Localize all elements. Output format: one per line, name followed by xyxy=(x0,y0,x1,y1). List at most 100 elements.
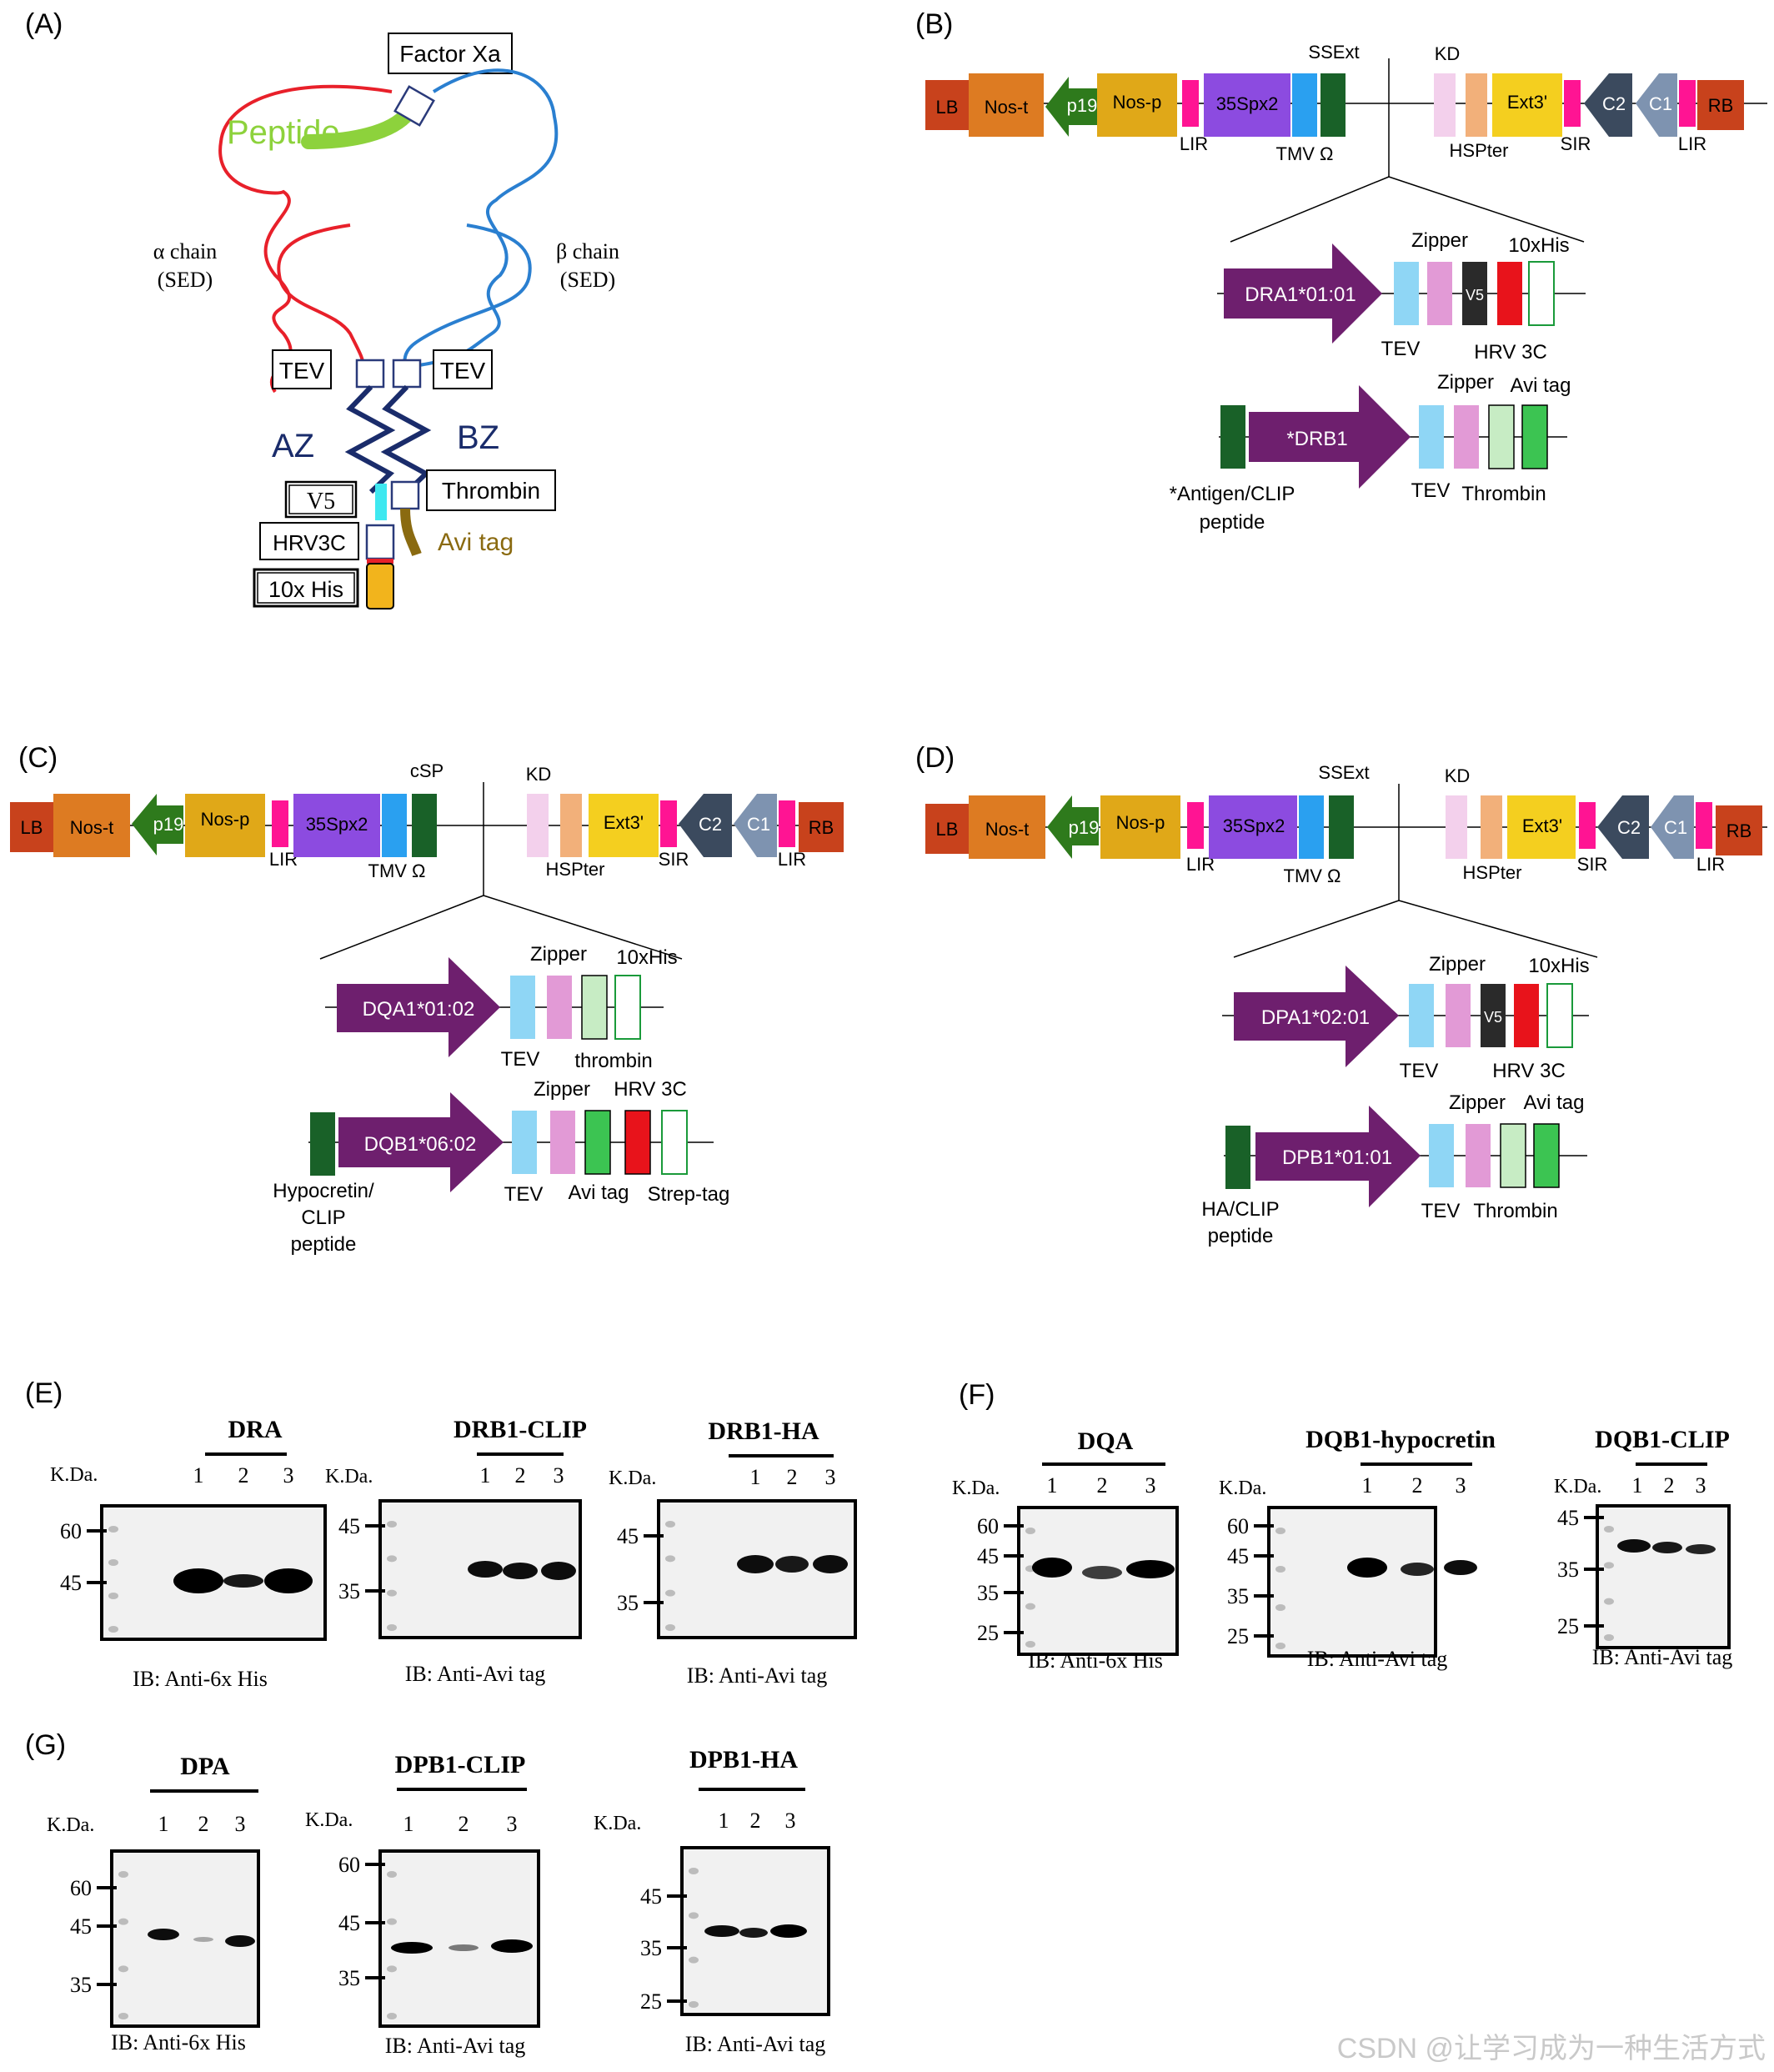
marker-label: 35 xyxy=(1557,1558,1579,1582)
v5-box-label-d: V5 xyxy=(1484,1009,1502,1026)
blot-band xyxy=(813,1555,848,1573)
rb-label-d: RB xyxy=(1726,820,1752,841)
peptide-label-c1: Hypocretin/ xyxy=(273,1180,374,1202)
lane-number: 3 xyxy=(825,1465,836,1489)
watermark: CSDN @让学习成为一种生活方式 xyxy=(1337,2033,1766,2064)
blot-band xyxy=(491,1939,533,1953)
c2-label-b: C2 xyxy=(1602,93,1626,114)
alpha-chain-upper xyxy=(255,192,363,367)
ladder-mark xyxy=(689,1956,699,1964)
beta-chain-line xyxy=(408,68,559,369)
zipper-label-c-beta: Zipper xyxy=(534,1078,590,1101)
marker-label: 60 xyxy=(70,1876,92,1900)
peptide-label: Peptide xyxy=(227,114,340,151)
blot-membrane xyxy=(1596,1504,1731,1649)
alpha-chain-label: α chain xyxy=(153,239,217,263)
blot-band xyxy=(770,1924,807,1938)
rb-label-b: RB xyxy=(1708,95,1734,116)
sir-label-d: SIR xyxy=(1577,854,1608,875)
blot-band xyxy=(1686,1544,1716,1554)
blot-title: DRB1-HA xyxy=(708,1417,819,1445)
marker-label: 35 xyxy=(338,1579,360,1603)
lane-number: 2 xyxy=(198,1812,209,1836)
panel-d-letter: (D) xyxy=(915,742,955,774)
marker-label: 45 xyxy=(60,1571,82,1595)
kd-label-b: KD xyxy=(1435,43,1461,64)
lane-number: 1 xyxy=(158,1812,169,1836)
ladder-mark xyxy=(1275,1528,1285,1534)
kda-label: K.Da. xyxy=(50,1464,98,1486)
blot-band xyxy=(264,1568,313,1593)
thrombin-label-b: Thrombin xyxy=(1461,483,1546,505)
ib-label: IB: Anti-Avi tag xyxy=(1307,1647,1448,1671)
zipper-label-b-beta: Zipper xyxy=(1437,371,1494,394)
lane-number: 3 xyxy=(785,1809,796,1833)
sir-label-b: SIR xyxy=(1561,133,1591,154)
p19-label-c: p19 xyxy=(153,814,184,835)
csp-label-c: cSP xyxy=(410,760,444,781)
blot-band xyxy=(739,1928,768,1938)
blot-band xyxy=(1032,1558,1072,1578)
sir-label-c: SIR xyxy=(659,849,689,870)
panel-a-letter: (A) xyxy=(25,8,63,40)
tev-left-label: TEV xyxy=(279,358,325,384)
lane-number: 1 xyxy=(1047,1473,1058,1498)
lane-number: 1 xyxy=(480,1463,491,1488)
ext3-label-c: Ext3' xyxy=(604,812,644,833)
blot-title: DQB1-CLIP xyxy=(1595,1426,1730,1453)
drb1-name: *DRB1 xyxy=(1286,428,1347,450)
ladder-mark xyxy=(1604,1598,1614,1605)
hspter-label-d: HSPter xyxy=(1463,862,1522,883)
ladder-mark xyxy=(108,1559,118,1566)
ladder-mark xyxy=(665,1521,675,1528)
dpa1-name: DPA1*02:01 xyxy=(1261,1006,1370,1029)
ladder-mark xyxy=(1025,1528,1035,1534)
ladder-mark xyxy=(118,1871,128,1878)
lane-number: 3 xyxy=(1456,1473,1466,1498)
marker-label: 60 xyxy=(338,1853,360,1877)
tev-label-b-alpha: TEV xyxy=(1381,338,1421,360)
kda-label: K.Da. xyxy=(325,1466,373,1488)
alpha-chain-line xyxy=(218,84,393,394)
ladder-mark xyxy=(108,1593,118,1599)
ladder-mark xyxy=(387,1871,397,1878)
zipper-label-d-alpha: Zipper xyxy=(1429,953,1486,976)
ib-label: IB: Anti-Avi tag xyxy=(685,2032,826,2056)
panel-b: (B) LB Nos-t p19 Nos-p LIR 35Spx2 SSExt … xyxy=(915,8,1767,534)
avi-label-d: Avi tag xyxy=(1524,1091,1585,1114)
lane-number: 3 xyxy=(1696,1473,1706,1498)
marker-label: 45 xyxy=(338,1514,360,1538)
ib-label: IB: Anti-Avi tag xyxy=(405,1662,546,1686)
zipper-label-c-alpha: Zipper xyxy=(530,943,587,966)
marker-label: 45 xyxy=(338,1911,360,1935)
tev-right-label: TEV xyxy=(440,358,486,384)
tmv-label-d: TMV Ω xyxy=(1284,865,1341,886)
marker-label: 45 xyxy=(70,1914,92,1939)
ladder-mark xyxy=(118,2013,128,2019)
ladder-mark xyxy=(1604,1562,1614,1569)
tev-label-d-beta: TEV xyxy=(1421,1200,1461,1222)
his-label-d: 10xHis xyxy=(1528,955,1589,977)
peptide-label-b2: peptide xyxy=(1200,511,1265,534)
nos-t-label-b: Nos-t xyxy=(985,97,1029,118)
marker-label: 35 xyxy=(338,1966,360,1990)
blot-band xyxy=(704,1925,739,1937)
marker-label: 45 xyxy=(617,1524,639,1548)
peptide-label-d2: peptide xyxy=(1208,1225,1274,1247)
blot-band xyxy=(737,1555,774,1573)
ladder-mark xyxy=(689,2001,699,2008)
ladder-mark xyxy=(387,1521,397,1528)
nos-t-label-c: Nos-t xyxy=(70,817,114,838)
marker-label: 45 xyxy=(640,1884,662,1909)
nos-p-label-b: Nos-p xyxy=(1113,92,1162,113)
c1-label-b: C1 xyxy=(1649,93,1672,114)
thrombin-label-a: Thrombin xyxy=(442,478,540,504)
blot-band xyxy=(1652,1542,1682,1553)
ib-label: IB: Anti-Avi tag xyxy=(687,1663,828,1688)
blot-title: DRB1-CLIP xyxy=(454,1416,587,1443)
